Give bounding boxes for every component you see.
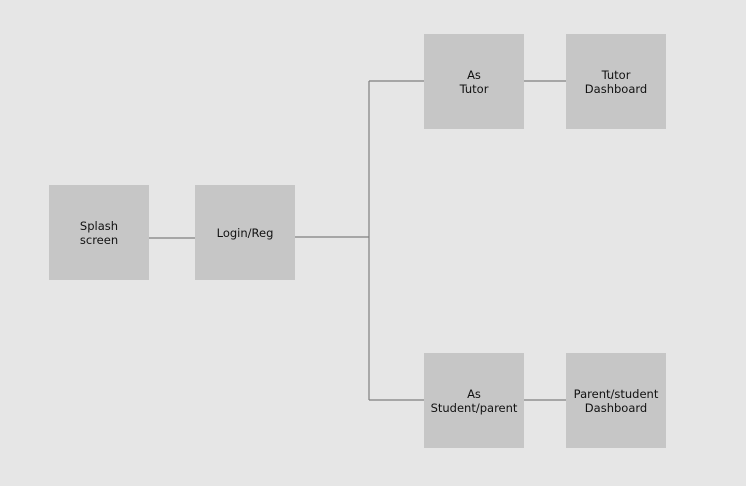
node-label: Splash screen (79, 218, 119, 247)
node-label: Login/Reg (216, 225, 274, 240)
node-as-student-parent: As Student/parent (424, 353, 524, 448)
node-splash-screen: Splash screen (49, 185, 149, 280)
node-parent-student-dashboard: Parent/student Dashboard (566, 353, 666, 448)
node-login-reg: Login/Reg (195, 185, 295, 280)
node-label: Tutor Dashboard (584, 67, 648, 96)
node-tutor-dashboard: Tutor Dashboard (566, 34, 666, 129)
node-label: Parent/student Dashboard (573, 386, 659, 415)
node-label: As Student/parent (430, 386, 518, 415)
node-as-tutor: As Tutor (424, 34, 524, 129)
node-label: As Tutor (459, 67, 489, 96)
